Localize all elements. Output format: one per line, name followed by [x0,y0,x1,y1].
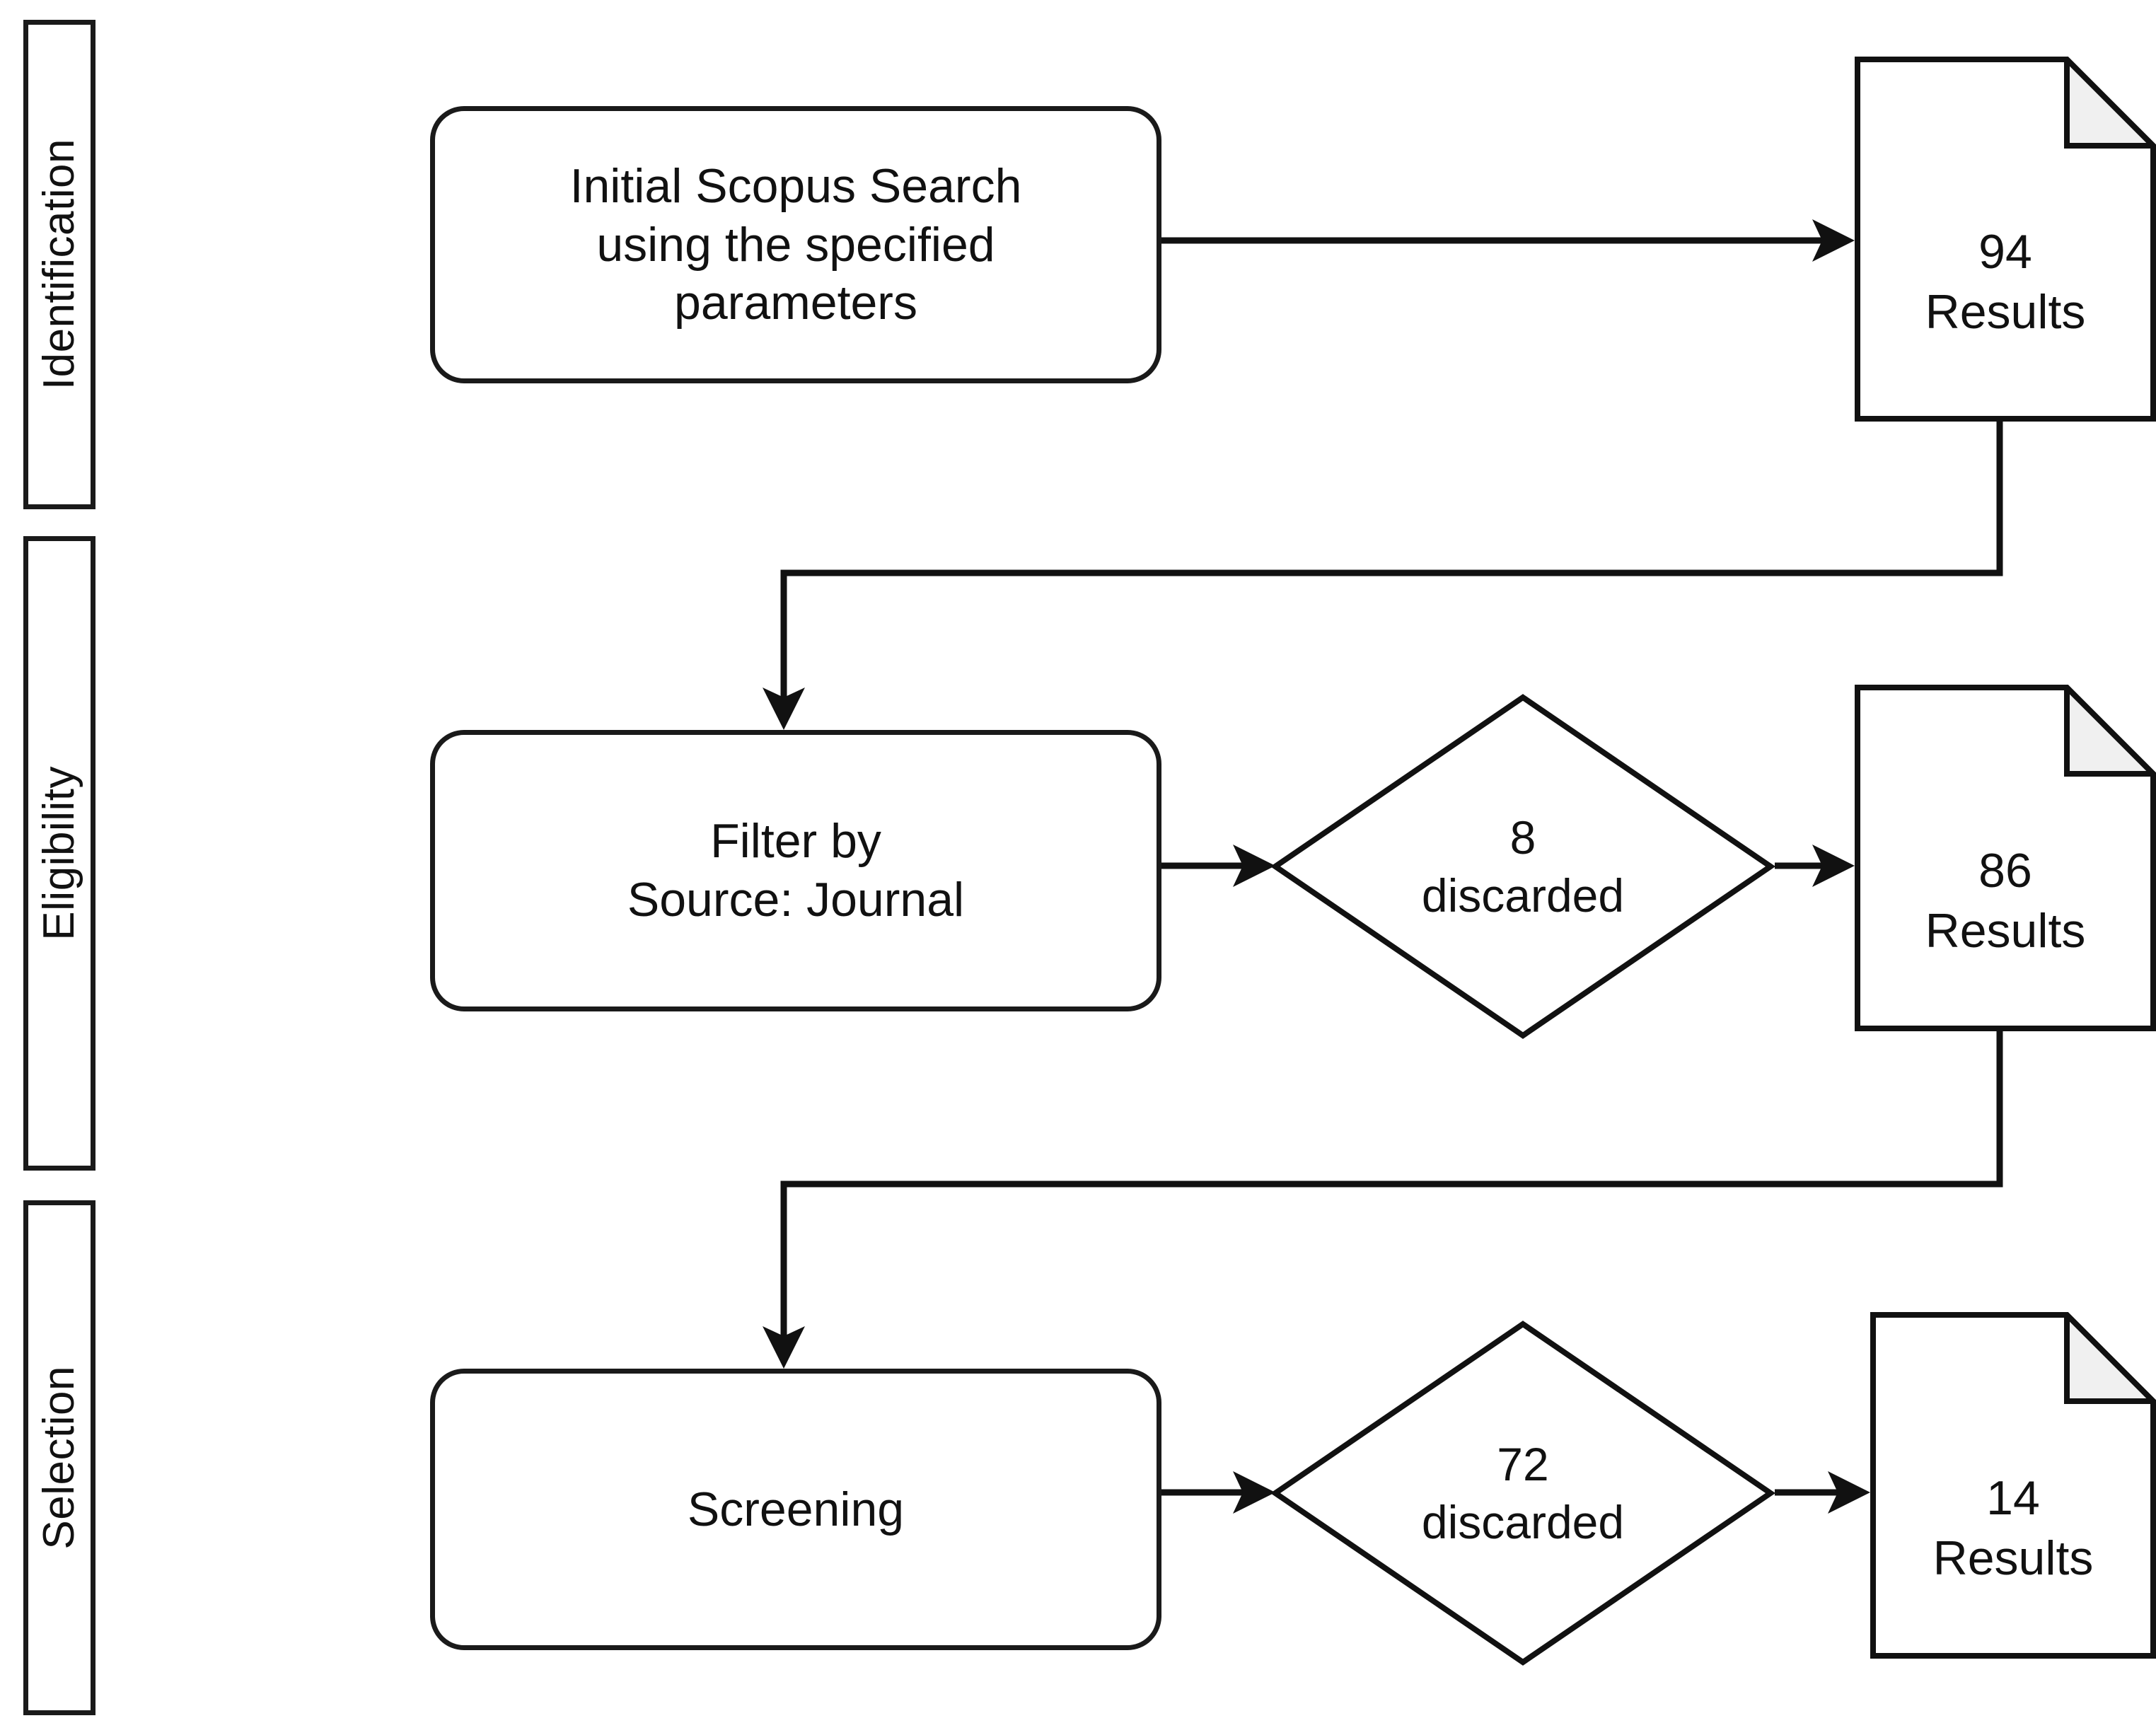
decision-shape-72 [1271,1321,1775,1666]
connector-94results-to-filter [763,422,2003,730]
document-94-results[interactable]: 94 Results [1855,57,2156,422]
stage-box-eligibility: Eligibility [23,536,95,1171]
connector-decision72-to-14results [1775,1471,1870,1514]
process-filter-by-source-journal[interactable]: Filter by Source: Journal [430,730,1161,1011]
process-initial-scopus-search-label: Initial Scopus Search using the specifie… [569,158,1022,330]
stage-box-selection: Selection [23,1200,95,1715]
document-86-results[interactable]: 86 Results [1855,685,2156,1031]
connector-screening-to-decision72 [1161,1471,1275,1514]
process-initial-scopus-search[interactable]: Initial Scopus Search using the specifie… [430,106,1161,383]
stage-label-eligibility: Eligibility [35,766,83,941]
decision-72-discarded[interactable]: 72 discarded [1271,1320,1775,1666]
process-screening[interactable]: Screening [430,1369,1161,1650]
connector-86results-to-screening [763,1031,2003,1369]
document-14-results[interactable]: 14 Results [1870,1312,2156,1659]
stage-box-identification: Identification [23,20,95,509]
document-shape-94 [1855,57,2156,422]
connector-filter-to-decision8 [1161,845,1275,887]
connector-decision8-to-86results [1775,845,1855,887]
process-screening-label: Screening [687,1482,905,1536]
decision-8-discarded[interactable]: 8 discarded [1271,693,1775,1040]
document-shape-86 [1855,685,2156,1031]
stage-label-identification: Identification [35,139,83,390]
decision-shape-8 [1271,694,1775,1039]
document-shape-14 [1870,1312,2156,1659]
process-filter-by-source-journal-label: Filter by Source: Journal [627,814,965,927]
connector-search-to-94results [1161,219,1855,262]
stage-label-selection: Selection [35,1366,83,1550]
